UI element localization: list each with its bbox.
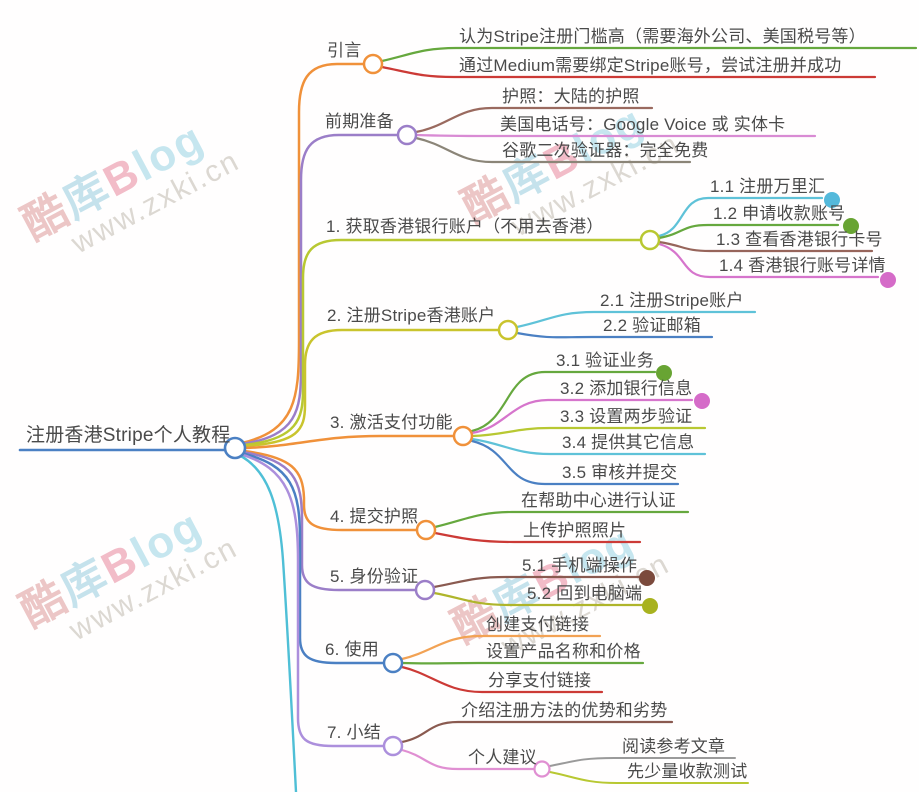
leaf-line — [657, 196, 824, 238]
leaf-line — [432, 575, 641, 589]
branch-line-summary — [238, 452, 386, 748]
leaf-line — [657, 223, 840, 240]
leaf-line — [470, 370, 657, 433]
leaf-topic[interactable]: 5.1 手机端操作 — [522, 556, 638, 575]
leaf-topic[interactable]: 1.3 查看香港银行卡号 — [716, 230, 883, 249]
topic-activate[interactable]: 3. 激活支付功能 — [330, 413, 453, 432]
leaf-topic[interactable]: 在帮助中心进行认证 — [521, 491, 676, 510]
leaf-topic[interactable]: 1.1 注册万里汇 — [710, 177, 826, 196]
leaf-line — [515, 331, 714, 339]
marker-dot — [880, 272, 896, 288]
leaf-line — [414, 106, 654, 134]
leaf-topic[interactable]: 3.5 审核并提交 — [562, 463, 678, 482]
leaf-line — [433, 531, 642, 544]
leaf-line — [470, 398, 694, 435]
leaf-line — [400, 665, 604, 694]
marker-dot — [694, 393, 710, 409]
leaf-line — [380, 46, 918, 63]
leaf-line — [433, 510, 690, 529]
leaf-line — [657, 240, 874, 253]
branch-line-prep — [240, 133, 400, 446]
leaf-line — [515, 310, 757, 329]
leaf-line — [414, 136, 692, 164]
leaf-line — [400, 720, 674, 744]
marker-dot — [642, 598, 658, 614]
leaf-topic[interactable]: 分享支付链接 — [488, 671, 592, 690]
root-topic[interactable]: 注册香港Stripe个人教程 — [26, 425, 231, 446]
branch-line-register-stripe — [242, 328, 501, 448]
leaf-topic[interactable]: 3.4 提供其它信息 — [562, 433, 695, 452]
leaf-topic[interactable]: 上传护照照片 — [523, 521, 627, 540]
topic-usage[interactable]: 6. 使用 — [325, 640, 379, 659]
leaf-line — [400, 634, 602, 661]
topic-summary[interactable]: 7. 小结 — [327, 723, 381, 742]
leaf-line — [470, 426, 707, 438]
node-circle-identity[interactable] — [414, 579, 436, 601]
leaf-topic[interactable]: 护照：大陆的护照 — [502, 87, 640, 106]
branch-line-passport — [242, 449, 419, 532]
node-circle-prep[interactable] — [396, 124, 418, 146]
leaf-line — [470, 439, 680, 486]
leaf-topic[interactable]: 创建支付链接 — [486, 615, 590, 634]
topic-intro[interactable]: 引言 — [327, 41, 362, 60]
topic-passport[interactable]: 4. 提交护照 — [330, 507, 419, 526]
node-circle-hk-bank[interactable] — [639, 229, 661, 251]
leaf-line — [414, 133, 817, 138]
leaf-topic[interactable]: 先少量收款测试 — [627, 762, 748, 781]
topic-advice[interactable]: 个人建议 — [468, 748, 537, 767]
marker-dot — [639, 570, 655, 586]
node-circle-passport[interactable] — [415, 519, 437, 541]
collapsed-branch-line — [237, 453, 298, 792]
node-circle-intro[interactable] — [362, 53, 384, 75]
marker-dot — [843, 218, 859, 234]
leaf-topic[interactable]: 1.2 申请收款账号 — [713, 204, 846, 223]
leaf-line — [432, 591, 644, 607]
leaf-line — [470, 437, 707, 456]
leaf-line — [549, 757, 736, 767]
leaf-line — [657, 242, 880, 279]
leaf-topic[interactable]: 5.2 回到电脑端 — [527, 584, 643, 603]
leaf-topic[interactable]: 阅读参考文章 — [622, 737, 726, 756]
topic-identity[interactable]: 5. 身份验证 — [330, 567, 419, 586]
node-circle-usage[interactable] — [382, 652, 404, 674]
leaf-line — [380, 65, 877, 79]
leaf-topic[interactable]: 2.2 验证邮箱 — [603, 316, 701, 335]
node-circle-summary[interactable] — [382, 735, 404, 757]
node-circle-register-stripe[interactable] — [497, 319, 519, 341]
branch-line-activate — [243, 434, 456, 450]
leaf-topic[interactable]: 1.4 香港银行账号详情 — [719, 256, 886, 275]
leaf-topic[interactable]: 介绍注册方法的优势和劣势 — [461, 701, 668, 720]
marker-dot — [656, 365, 672, 381]
branch-line-usage — [239, 451, 386, 665]
leaf-topic[interactable]: 2.1 注册Stripe账户 — [600, 291, 744, 310]
node-circle-advice[interactable] — [533, 760, 551, 778]
topic-hk-bank[interactable]: 1. 获取香港银行账户（不用去香港） — [326, 217, 604, 236]
leaf-topic[interactable]: 设置产品名称和价格 — [486, 642, 641, 661]
root-node-circle[interactable] — [223, 436, 247, 460]
branch-line-intro — [240, 62, 366, 445]
leaf-topic[interactable]: 3.2 添加银行信息 — [560, 379, 693, 398]
leaf-topic[interactable]: 3.3 设置两步验证 — [560, 407, 693, 426]
leaf-line — [549, 771, 749, 784]
leaf-topic[interactable]: 3.1 验证业务 — [556, 351, 654, 370]
marker-dot — [824, 192, 840, 208]
leaf-topic[interactable]: 美国电话号：Google Voice 或 实体卡 — [500, 115, 786, 134]
topic-register-stripe[interactable]: 2. 注册Stripe香港账户 — [327, 306, 496, 325]
topic-prep[interactable]: 前期准备 — [325, 112, 394, 131]
node-circle-activate[interactable] — [452, 425, 474, 447]
leaf-topic[interactable]: 通过Medium需要绑定Stripe账号，尝试注册并成功 — [459, 56, 842, 75]
leaf-topic[interactable]: 谷歌二次验证器：完全免费 — [502, 141, 709, 160]
branch-line-identity — [241, 450, 418, 592]
branch-line-hk-bank — [241, 238, 643, 447]
leaf-topic[interactable]: 认为Stripe注册门槛高（需要海外公司、美国税号等） — [459, 27, 866, 46]
leaf-line — [400, 748, 536, 771]
